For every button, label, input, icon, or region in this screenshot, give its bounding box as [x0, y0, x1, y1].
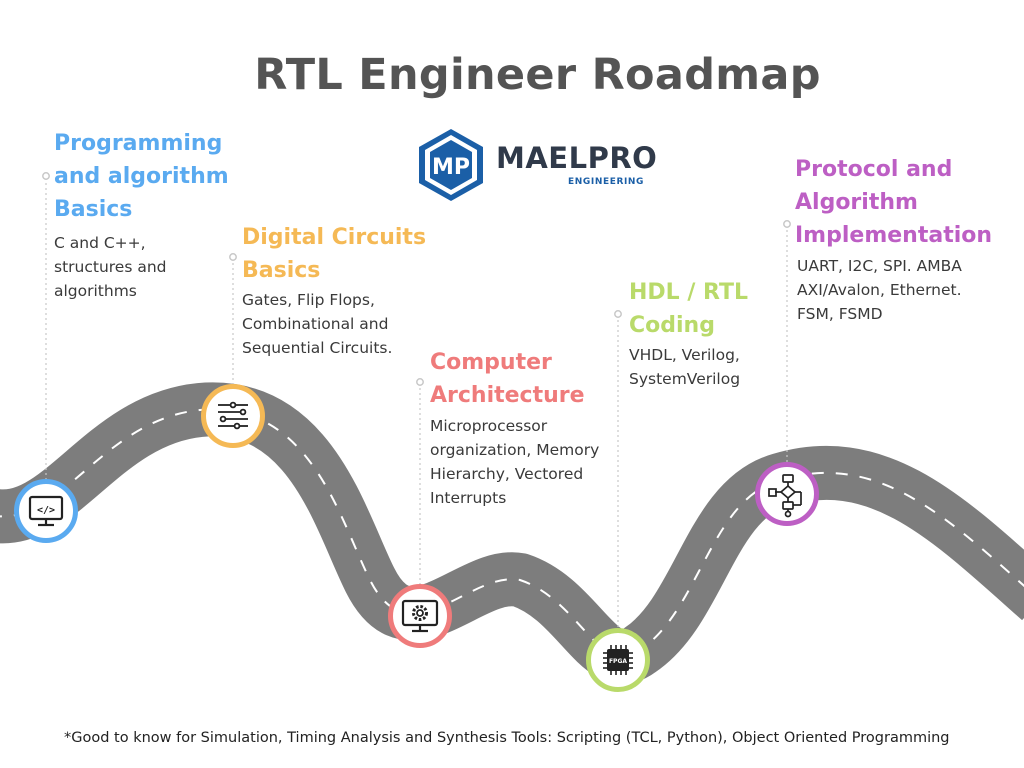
page-title: RTL Engineer Roadmap — [254, 50, 821, 100]
connector-dot-5 — [783, 220, 791, 228]
connectors — [45, 178, 788, 628]
gear-monitor-icon — [401, 599, 439, 633]
stage-4-description: VHDL, Verilog, SystemVerilog — [629, 346, 741, 388]
stage-1-description: C and C++, structures and algorithms — [54, 234, 167, 300]
stage-4-icon-circle: FPGA — [586, 628, 650, 692]
stage-3-title: Computer Architecture — [430, 350, 585, 408]
maelpro-logo: MP MAELPRO ENGINEERING — [416, 127, 657, 203]
fpga-chip-icon: FPGA — [603, 645, 633, 675]
stage-1-title: Programming and algorithm Basics — [54, 131, 229, 222]
svg-text:FPGA: FPGA — [609, 658, 627, 665]
connector-dot-1 — [42, 172, 50, 180]
flowchart-icon — [768, 474, 802, 518]
stage-2-icon-circle — [201, 384, 265, 448]
connector-dot-3 — [416, 378, 424, 386]
stage-3-icon-circle — [388, 584, 452, 648]
connector-dot-4 — [614, 310, 622, 318]
footnote: *Good to know for Simulation, Timing Ana… — [64, 730, 950, 746]
connector-dot-2 — [229, 253, 237, 261]
svg-text:MP: MP — [432, 155, 470, 180]
connector-dots — [42, 172, 791, 386]
stage-1-icon-circle: </> — [14, 479, 78, 543]
circuit-icon — [218, 401, 248, 430]
svg-text:</>: </> — [37, 505, 55, 516]
stage-3-description: Microprocessor organization, Memory Hier… — [430, 417, 600, 507]
stage-5-description: UART, I2C, SPI. AMBA AXI/Avalon, Etherne… — [797, 257, 962, 323]
stage-4-title: HDL / RTL Coding — [629, 280, 749, 338]
logo-subtitle: ENGINEERING — [568, 177, 645, 187]
stage-5-icon-circle — [755, 462, 819, 526]
stage-2-title: Digital Circuits Basics — [242, 225, 427, 283]
maelpro-hexagon-icon: MP — [419, 129, 483, 201]
stage-2-description: Gates, Flip Flops, Combinational and Seq… — [242, 291, 393, 357]
stage-5-title: Protocol and Algorithm Implementation — [795, 157, 993, 248]
code-monitor-icon: </> — [28, 495, 64, 527]
logo-wordmark: MAELPRO — [496, 141, 658, 175]
